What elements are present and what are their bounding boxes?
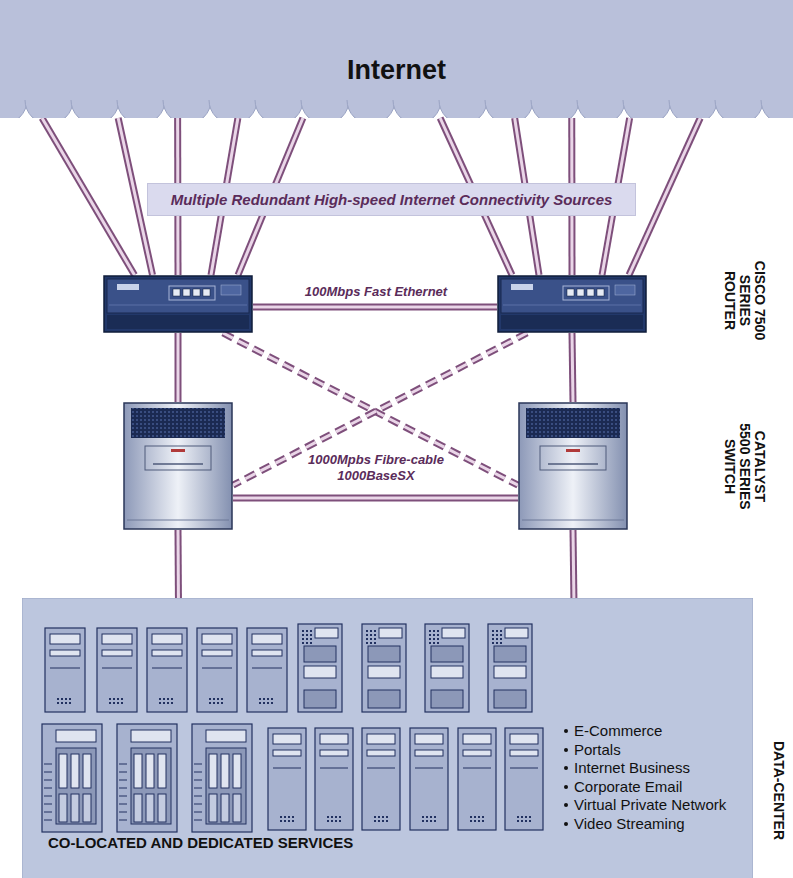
router-box-art <box>497 275 647 333</box>
service-item: Corporate Email <box>574 778 682 795</box>
service-item: Internet Business <box>574 759 690 776</box>
bullet-dot <box>564 822 568 826</box>
switch-box <box>123 402 233 530</box>
service-item: Virtual Private Network <box>574 796 726 813</box>
label-patch: 1000Mpbs Fibre-cable 1000BaseSX <box>305 451 447 484</box>
link-label: 1000Mpbs Fibre-cable 1000BaseSX <box>291 452 461 484</box>
band-text: Multiple Redundant High-speed Internet C… <box>171 191 613 208</box>
label-patch: 100Mbps Fast Ethernet <box>302 283 450 300</box>
network-link <box>573 530 575 598</box>
bullet-dot <box>564 803 568 807</box>
side-label: CATALYST 5500 SERIES SWITCH <box>722 416 767 516</box>
service-item: Portals <box>574 741 621 758</box>
bullet-dot <box>564 729 568 733</box>
cloud-title: Internet <box>0 55 793 86</box>
connectivity-band: Multiple Redundant High-speed Internet C… <box>147 183 636 216</box>
bullet-dot <box>564 766 568 770</box>
router-box <box>497 275 647 333</box>
panel-title: CO-LOCATED AND DEDICATED SERVICES <box>48 834 353 851</box>
side-label: DATA-CENTER <box>771 720 786 860</box>
bullet-dot <box>564 785 568 789</box>
network-link <box>178 530 179 598</box>
router-box <box>103 275 253 333</box>
router-box-art <box>103 275 253 333</box>
network-link <box>572 333 573 402</box>
backup-link <box>223 333 518 485</box>
network-link <box>233 498 518 499</box>
internet-cloud: Internet <box>0 0 793 118</box>
switch-box-art <box>518 402 628 530</box>
bullet-dot <box>564 748 568 752</box>
service-item: E-Commerce <box>574 722 662 739</box>
backup-link <box>233 333 527 485</box>
switch-box-art <box>123 402 233 530</box>
side-label: CISCO 7500 SERIES ROUTER <box>722 252 767 348</box>
network-link <box>178 333 179 402</box>
link-label: 100Mbps Fast Ethernet <box>266 284 486 300</box>
service-item: Video Streaming <box>574 815 685 832</box>
network-link <box>253 306 497 307</box>
datacenter-panel: CO-LOCATED AND DEDICATED SERVICES E-Comme… <box>22 598 753 878</box>
network-link <box>629 118 700 275</box>
switch-box <box>518 402 628 530</box>
